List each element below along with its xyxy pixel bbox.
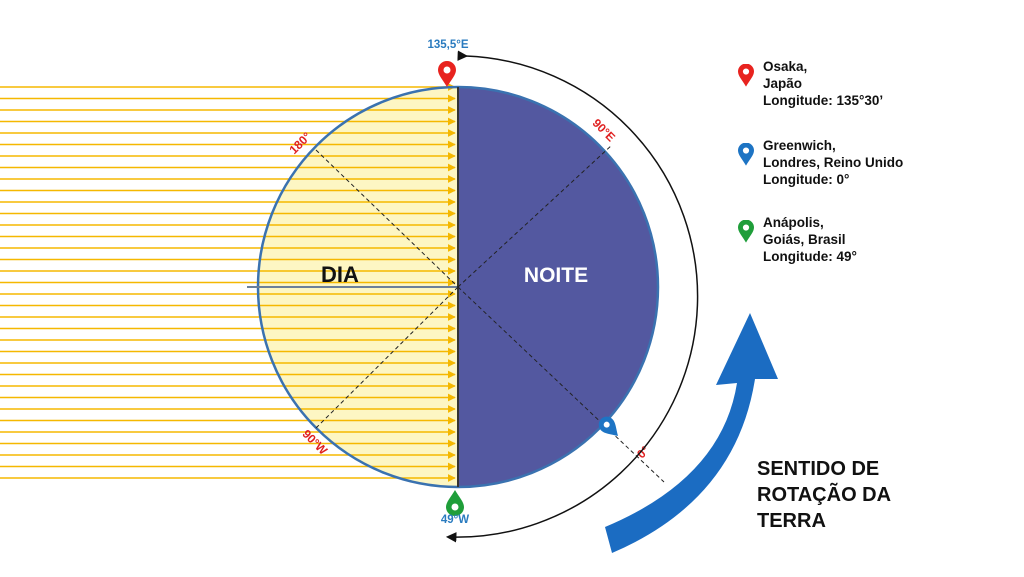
legend-greenwich-line-2: Londres, Reino Unido [763,155,904,170]
green-location-pin-icon [446,490,464,516]
legend-greenwich-line-1: Greenwich, [763,138,836,153]
meridian-0-line [457,286,665,483]
top-meridian-label: 135,5°E [427,39,468,51]
meridian-180-line [315,149,459,288]
legend-greenwich-line-3: Longitude: 0° [763,172,850,187]
night-hemisphere [458,87,658,487]
legend-anapolis-line-3: Longitude: 49° [763,249,857,264]
blue-location-pin-icon [738,143,754,166]
bottom-meridian-label: 49°W [441,514,469,526]
day-label: DIA [321,262,359,287]
rotation-direction-arrow-icon [605,313,778,553]
legend-anapolis: Anápolis, Goiás, Brasil Longitude: 49° [738,214,857,265]
legend-osaka-line-2: Japão [763,76,803,91]
blue-location-pin-icon [598,416,618,436]
meridian-90w-line [315,286,459,429]
rotation-caption-line-3: TERRA [757,510,826,532]
legend-osaka-line-3: Longitude: 135°30’ [763,93,884,108]
red-location-pin-icon [738,64,754,87]
night-label: NOITE [524,264,588,287]
legend-greenwich: Greenwich, Londres, Reino Unido Longitud… [738,137,903,188]
rotation-arc-arrow [445,50,699,543]
red-location-pin-icon [438,61,456,87]
rotation-caption-line-1: SENTIDO DE [757,458,880,480]
green-location-pin-icon [738,220,754,243]
meridian-0-label: 0° [634,443,652,461]
rotation-caption: SENTIDO DE ROTAÇÃO DA TERRA [757,456,891,534]
sun-rays [0,83,456,482]
rotation-caption-line-2: ROTAÇÃO DA [757,484,892,506]
legend-anapolis-line-1: Anápolis, [763,215,824,230]
legend-anapolis-line-2: Goiás, Brasil [763,232,846,247]
legend-osaka-line-1: Osaka, [763,59,808,74]
legend-osaka: Osaka, Japão Longitude: 135°30’ [738,58,883,109]
